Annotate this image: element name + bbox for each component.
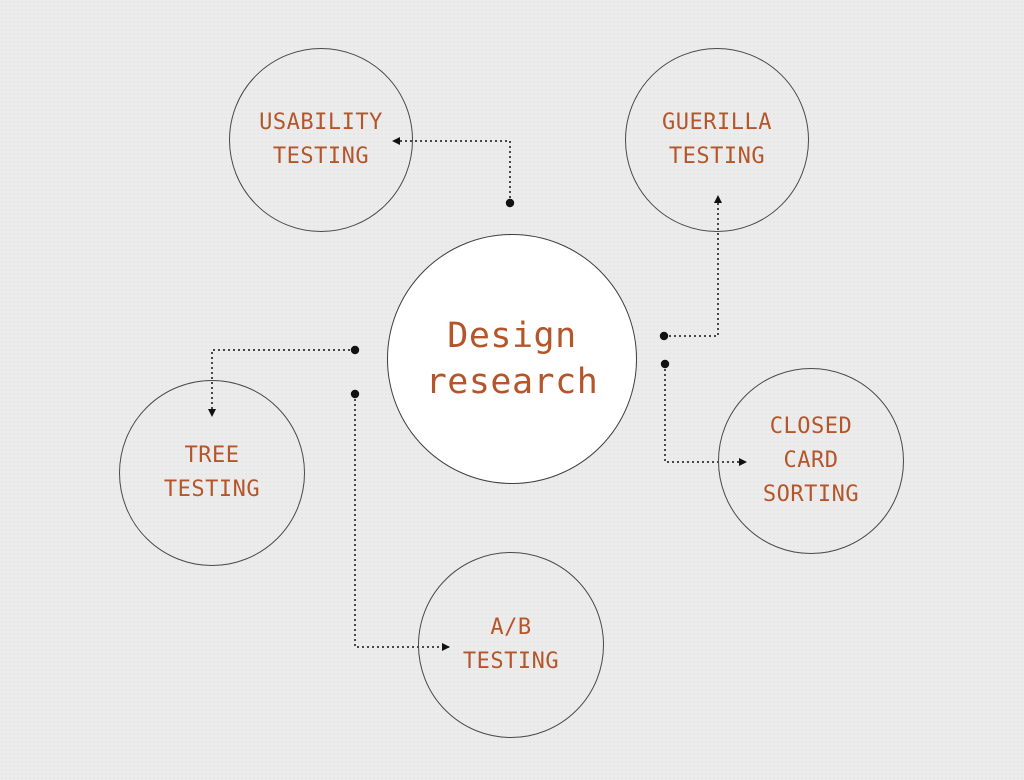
connector-dot <box>350 389 360 399</box>
node-closed-card-sorting: CLOSED CARD SORTING <box>718 368 904 554</box>
connector-dot <box>659 331 669 341</box>
connector-ab <box>350 389 450 651</box>
node-tree-testing: TREE TESTING <box>119 380 305 566</box>
node-label-ab-testing: A/B TESTING <box>462 615 560 674</box>
connector-dot <box>350 345 360 355</box>
node-guerilla-testing: GUERILLA TESTING <box>625 48 809 232</box>
connector-dot <box>505 198 515 208</box>
node-label-closed-card-sorting: CLOSED CARD SORTING <box>762 414 860 507</box>
center-node-label: Design research <box>425 316 599 402</box>
node-label-usability-testing: USABILITY TESTING <box>259 110 383 169</box>
connector-guerilla <box>659 195 722 341</box>
node-ab-testing: A/B TESTING <box>418 552 604 738</box>
connector-dot <box>660 359 670 369</box>
node-label-guerilla-testing: GUERILLA TESTING <box>662 110 772 169</box>
node-label-tree-testing: TREE TESTING <box>163 443 261 502</box>
connector-usability <box>392 137 515 208</box>
center-node-design-research: Design research <box>387 234 637 484</box>
node-usability-testing: USABILITY TESTING <box>229 48 413 232</box>
